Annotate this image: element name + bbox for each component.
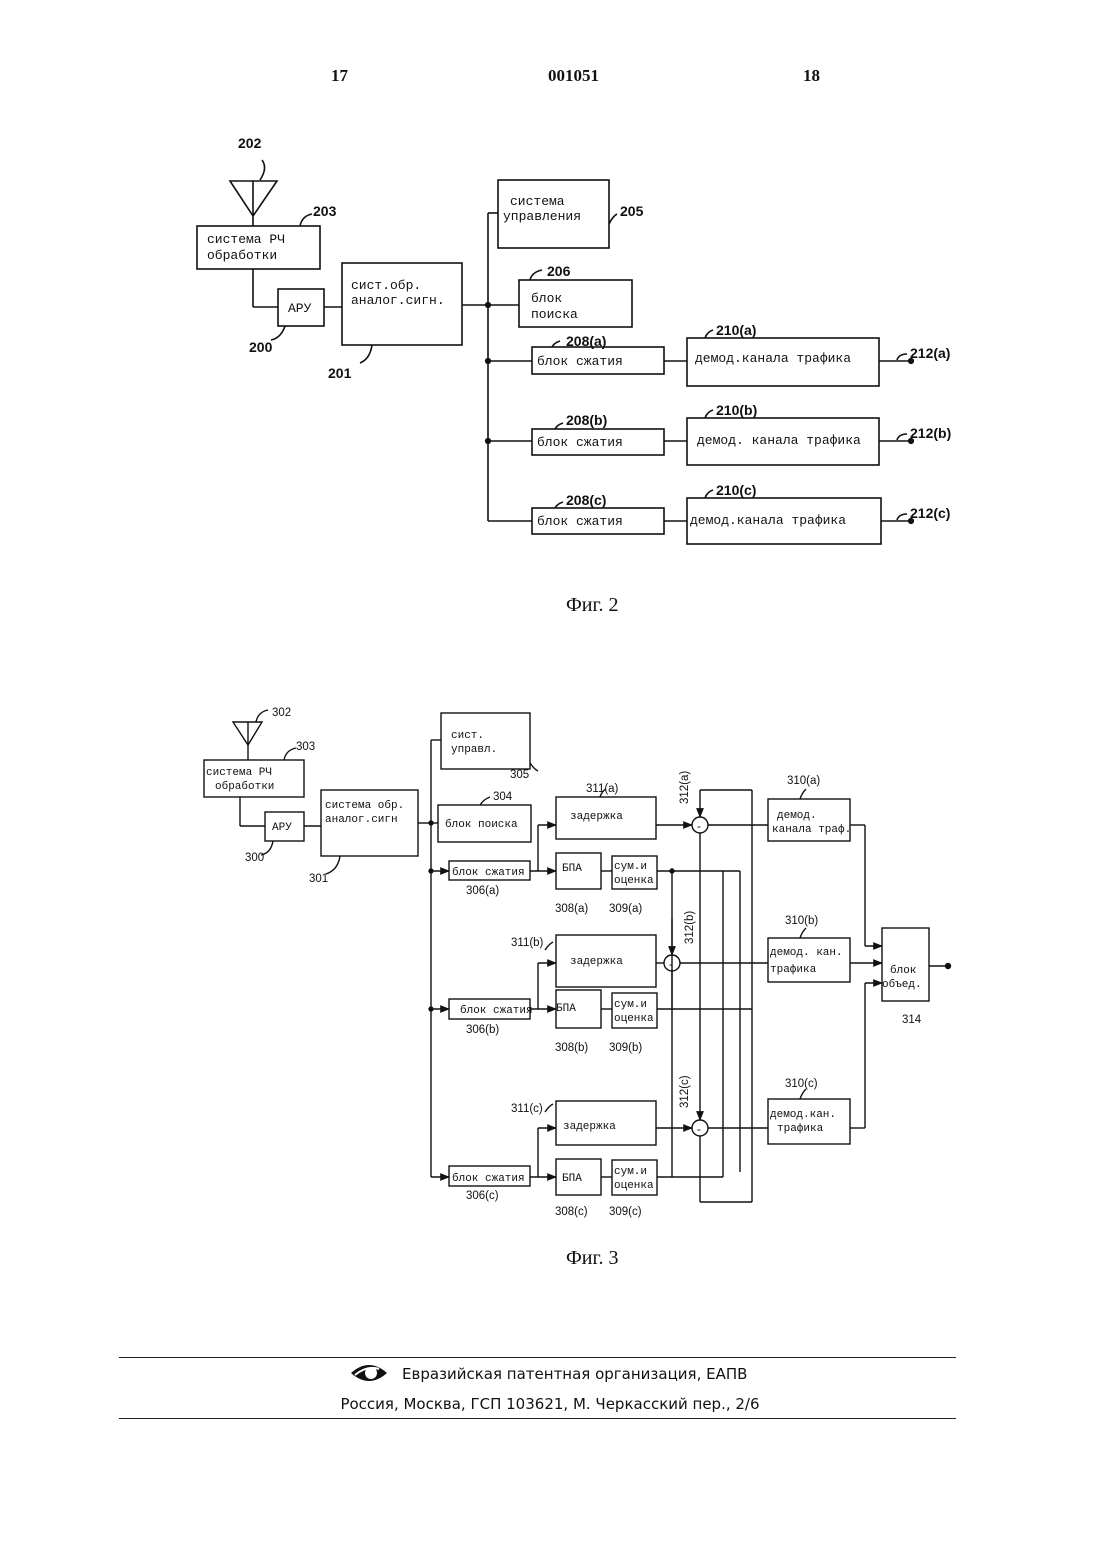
delay-label-c: задержка — [563, 1121, 616, 1133]
demod3-label-a-1: демод. — [777, 810, 817, 822]
ref-fht-a: 308(a) — [555, 903, 588, 915]
subtractor-symbol-a: - — [697, 821, 701, 833]
antenna-icon — [233, 722, 262, 760]
ref-combiner: 314 — [902, 1014, 922, 1026]
footer-organization: Евразийская патентная организация, ЕАПВ — [402, 1365, 747, 1383]
rf3-label-1: система РЧ — [206, 767, 272, 779]
demod3-label-b-1: демод. кан. — [770, 947, 843, 959]
demod3-label-c-1: демод.кан. — [770, 1109, 836, 1121]
analog3-label-2: аналог.сигн — [325, 814, 398, 826]
despreader3-label-b: блок сжатия — [460, 1004, 533, 1017]
leader-control-3 — [530, 763, 538, 771]
ref-sum-a: 309(a) — [609, 903, 642, 915]
figure-3-caption: Фиг. 3 — [566, 1247, 618, 1270]
footer-bottom-rule — [119, 1418, 956, 1419]
ref-delay-c: 311(c) — [511, 1103, 543, 1115]
subtractor-symbol-c: - — [697, 1124, 701, 1136]
leader-delay-c — [545, 1104, 553, 1112]
rf3-label-2: обработки — [215, 780, 274, 793]
control3-label-2: управл. — [451, 744, 497, 756]
sum-label-c-1: сум.и — [614, 1166, 647, 1178]
ref-analog-3: 301 — [309, 873, 328, 885]
search3-label: блок поиска — [445, 818, 518, 831]
fht-label-a: БПА — [562, 863, 582, 875]
demod3-label-b-2: трафика — [770, 963, 817, 976]
sum-label-a-1: сум.и — [614, 861, 647, 873]
ref-rf-3: 303 — [296, 741, 315, 753]
ref-search-3: 304 — [493, 791, 513, 803]
despreader3-label-a: блок сжатия — [452, 866, 525, 879]
leader-delay-b — [545, 942, 553, 950]
sum-label-b-2: оценка — [614, 1013, 654, 1025]
combiner-label-2: объед. — [882, 978, 922, 991]
ref-despread-3b: 306(b) — [466, 1024, 499, 1036]
fht-label-b: БПА — [556, 1003, 576, 1015]
leader-search-3 — [480, 797, 490, 805]
eapo-eye-logo-icon — [349, 1361, 389, 1385]
leader-rf-3 — [284, 748, 296, 760]
sum-label-c-2: оценка — [614, 1180, 654, 1192]
figure-3-diagram: 302 система РЧ обработки 303 АРУ 300 сис… — [0, 0, 1100, 1240]
agc3-label: АРУ — [272, 822, 292, 834]
sum-label-a-2: оценка — [614, 875, 654, 887]
ref-antenna-3: 302 — [272, 707, 291, 719]
leader-analog-3 — [326, 856, 340, 874]
despreader3-label-c: блок сжатия — [452, 1172, 525, 1185]
leader-demod-3b — [800, 928, 806, 938]
ref-demod-3a: 310(a) — [787, 775, 820, 787]
footer-top-rule — [119, 1357, 956, 1358]
ref-control-3: 305 — [510, 769, 529, 781]
control3-label-1: сист. — [451, 730, 484, 742]
ref-demod-3c: 310(c) — [785, 1078, 818, 1090]
delay-label-a: задержка — [570, 811, 623, 823]
delay-label-b: задержка — [570, 956, 623, 968]
ref-agc-3: 300 — [245, 852, 264, 864]
fht-label-c: БПА — [562, 1173, 582, 1185]
ref-delay-b: 311(b) — [511, 937, 544, 949]
traffic-demodulator-block-3c — [768, 1099, 850, 1144]
analog3-label-1: система обр. — [325, 799, 404, 812]
ref-subtract-b: 312(b) — [684, 911, 696, 944]
ref-delay-a: 311(a) — [586, 783, 619, 795]
leader-antenna-3 — [256, 710, 268, 722]
ref-fht-b: 308(b) — [555, 1042, 588, 1054]
ref-sum-b: 309(b) — [609, 1042, 642, 1054]
ref-despread-3c: 306(c) — [466, 1190, 499, 1202]
ref-fht-c: 308(c) — [555, 1206, 588, 1218]
sum-label-b-1: сум.и — [614, 999, 647, 1011]
footer-address: Россия, Москва, ГСП 103621, М. Черкасски… — [0, 1395, 1100, 1413]
ref-subtract-c: 312(c) — [679, 1075, 691, 1108]
combiner-label-1: блок — [890, 964, 916, 977]
leader-demod-3a — [800, 789, 806, 799]
demod3-label-a-2: канала траф. — [772, 823, 851, 836]
demod3-label-c-2: трафика — [777, 1122, 824, 1135]
ref-demod-3b: 310(b) — [785, 915, 818, 927]
ref-subtract-a: 312(a) — [679, 771, 691, 804]
ref-sum-c: 309(c) — [609, 1206, 642, 1218]
ref-despread-3a: 306(a) — [466, 885, 499, 897]
leader-demod-3c — [800, 1089, 806, 1099]
